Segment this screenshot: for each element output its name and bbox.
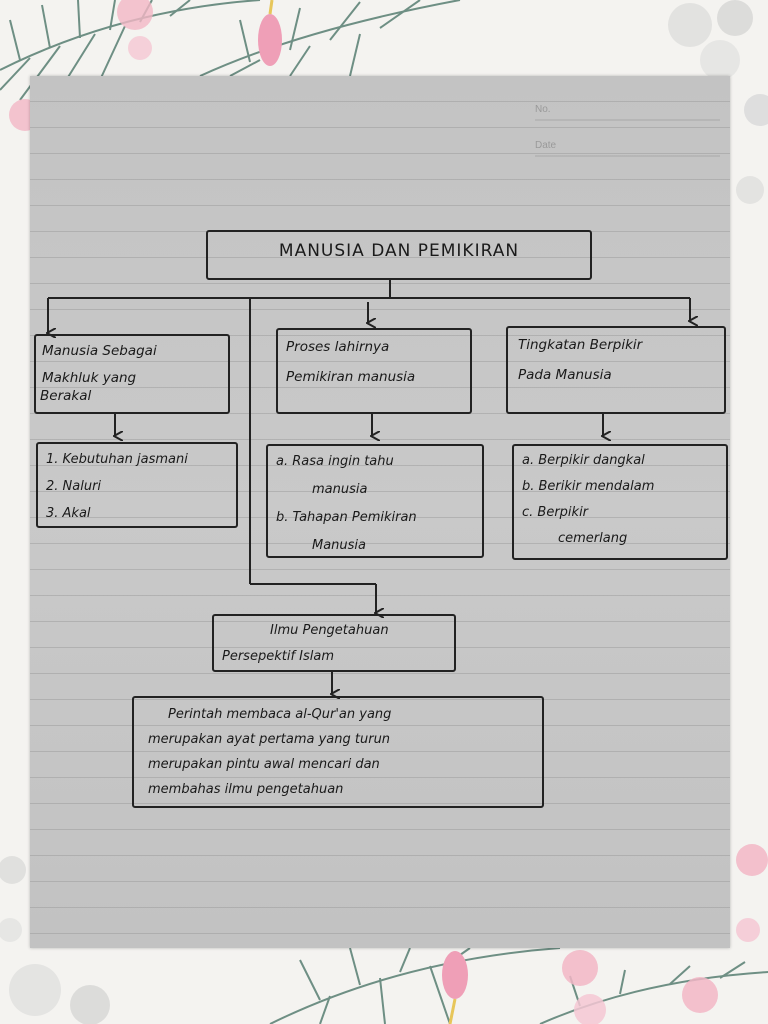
notebook-paper: No. Date MANUSIA DAN PEMIKIRAN	[30, 76, 730, 948]
branch-3-item-2: b. Berikir mendalam	[522, 479, 655, 494]
merge-box: Ilmu Pengetahuan Persepektif Islam	[212, 614, 456, 672]
diagram-title-box: MANUSIA DAN PEMIKIRAN	[206, 230, 592, 280]
branch-3-item-1: a. Berpikir dangkal	[522, 453, 645, 468]
branch-1-item-1: 1. Kebutuhan jasmani	[46, 452, 188, 467]
branch-1-line-2: Makhluk yang	[42, 370, 137, 386]
branch-2-item-1-cont: manusia	[312, 482, 368, 497]
branch-1-item-2: 2. Naluri	[46, 479, 102, 494]
branch-2-item-2: b. Tahapan Pemikiran	[276, 510, 417, 525]
branch-1-box: Manusia Sebagai Makhluk yang	[34, 334, 230, 414]
branch-1-line-3: Berakal	[40, 388, 92, 404]
branch-3-line-1: Tingkatan Berpikir	[518, 337, 643, 353]
branch-2-line-2: Pemikiran manusia	[286, 369, 416, 385]
conclusion-line-3: merupakan pintu awal mencari dan	[148, 757, 380, 772]
merge-line-1: Ilmu Pengetahuan	[270, 623, 389, 638]
leaf-decoration-top-center	[199, 0, 461, 77]
header-field-lines	[535, 119, 720, 157]
branch-2-box: Proses lahirnya Pemikiran manusia	[276, 328, 472, 414]
no-label: No.	[535, 104, 551, 115]
branch-3-box: Tingkatan Berpikir Pada Manusia	[506, 326, 726, 414]
branch-2-items-box: a. Rasa ingin tahu manusia b. Tahapan Pe…	[266, 444, 484, 558]
conclusion-box: Perintah membaca al-Qur'an yang merupaka…	[132, 696, 544, 808]
branch-1-items-box: 1. Kebutuhan jasmani 2. Naluri 3. Akal	[36, 442, 238, 528]
diagram-connectors	[30, 279, 730, 948]
branch-2-line-1: Proses lahirnya	[286, 339, 390, 355]
branch-3-item-3: c. Berpikir	[522, 505, 589, 520]
branch-3-item-3-cont: cemerlang	[558, 531, 628, 546]
diagram-title: MANUSIA DAN PEMIKIRAN	[278, 241, 520, 261]
branch-1-item-3: 3. Akal	[46, 506, 91, 521]
merge-line-2: Persepektif Islam	[222, 649, 334, 664]
conclusion-line-2: merupakan ayat pertama yang turun	[148, 732, 391, 747]
branch-2-item-2-cont: Manusia	[312, 538, 367, 553]
branch-2-item-1: a. Rasa ingin tahu	[276, 454, 394, 469]
branch-1-line-1: Manusia Sebagai	[42, 343, 157, 359]
conclusion-line-4: membahas ilmu pengetahuan	[148, 782, 344, 797]
leaf-decoration-bottom	[269, 947, 768, 1024]
branch-3-items-box: a. Berpikir dangkal b. Berikir mendalam …	[512, 444, 728, 560]
pink-bud-top	[258, 0, 282, 66]
branch-3-line-2: Pada Manusia	[518, 367, 612, 383]
pink-flowers-bottom	[442, 844, 768, 1024]
date-label: Date	[535, 140, 557, 151]
white-flowers-top-right	[668, 0, 768, 204]
white-flowers-bottom-left	[0, 856, 110, 1024]
conclusion-line-1: Perintah membaca al-Qur'an yang	[168, 707, 392, 722]
